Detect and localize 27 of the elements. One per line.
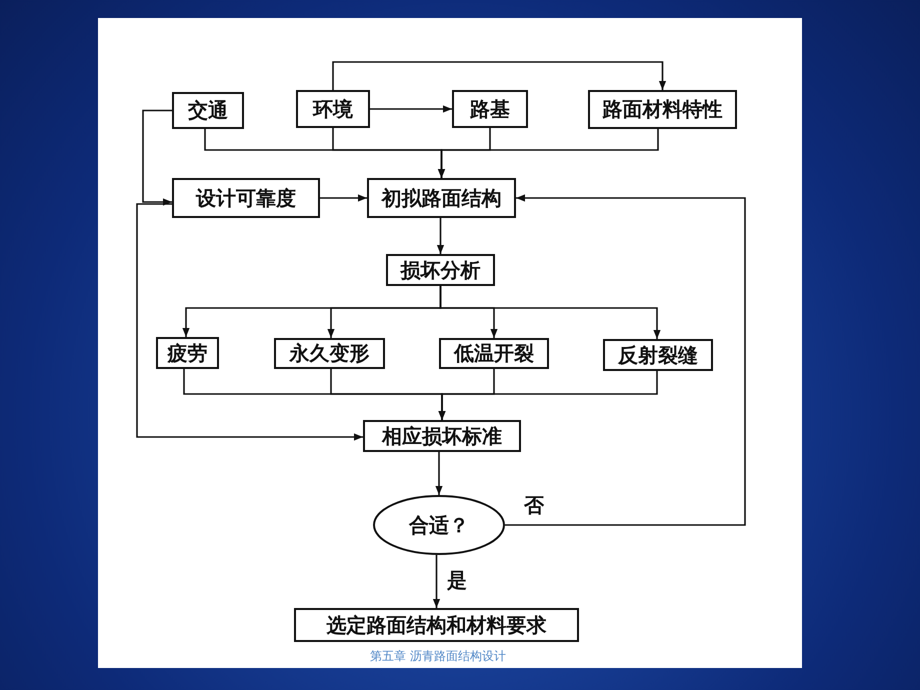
process-box: 疲劳: [156, 337, 219, 369]
arrow: [332, 61, 666, 90]
arrow: [438, 371, 658, 420]
process-box: 反射裂缝: [603, 339, 713, 371]
arrow: [435, 452, 443, 495]
arrow: [505, 194, 746, 526]
arrow: [432, 555, 440, 608]
process-box: 相应损坏标准: [363, 420, 521, 452]
process-box: 环境: [296, 90, 370, 128]
process-box: 路基: [452, 90, 528, 128]
arrow: [142, 110, 172, 206]
arrow: [370, 105, 452, 113]
footer-text: 第五章 沥青路面结构设计: [370, 648, 506, 665]
process-box: 损坏分析: [386, 254, 495, 286]
arrow: [436, 218, 444, 254]
arrow: [440, 286, 661, 339]
process-box: 永久变形: [274, 338, 385, 369]
process-box: 路面材料特性: [588, 90, 737, 129]
process-box: 交通: [172, 92, 244, 129]
process-box: 低温开裂: [439, 338, 549, 369]
arrow: [136, 203, 363, 441]
process-box: 设计可靠度: [172, 178, 320, 218]
process-box: 选定路面结构和材料要求: [294, 608, 579, 642]
process-box: 初拟路面结构: [367, 178, 516, 218]
arrow: [438, 129, 659, 178]
arrow: [320, 194, 367, 202]
decision-ellipse: 合适？: [373, 495, 505, 555]
